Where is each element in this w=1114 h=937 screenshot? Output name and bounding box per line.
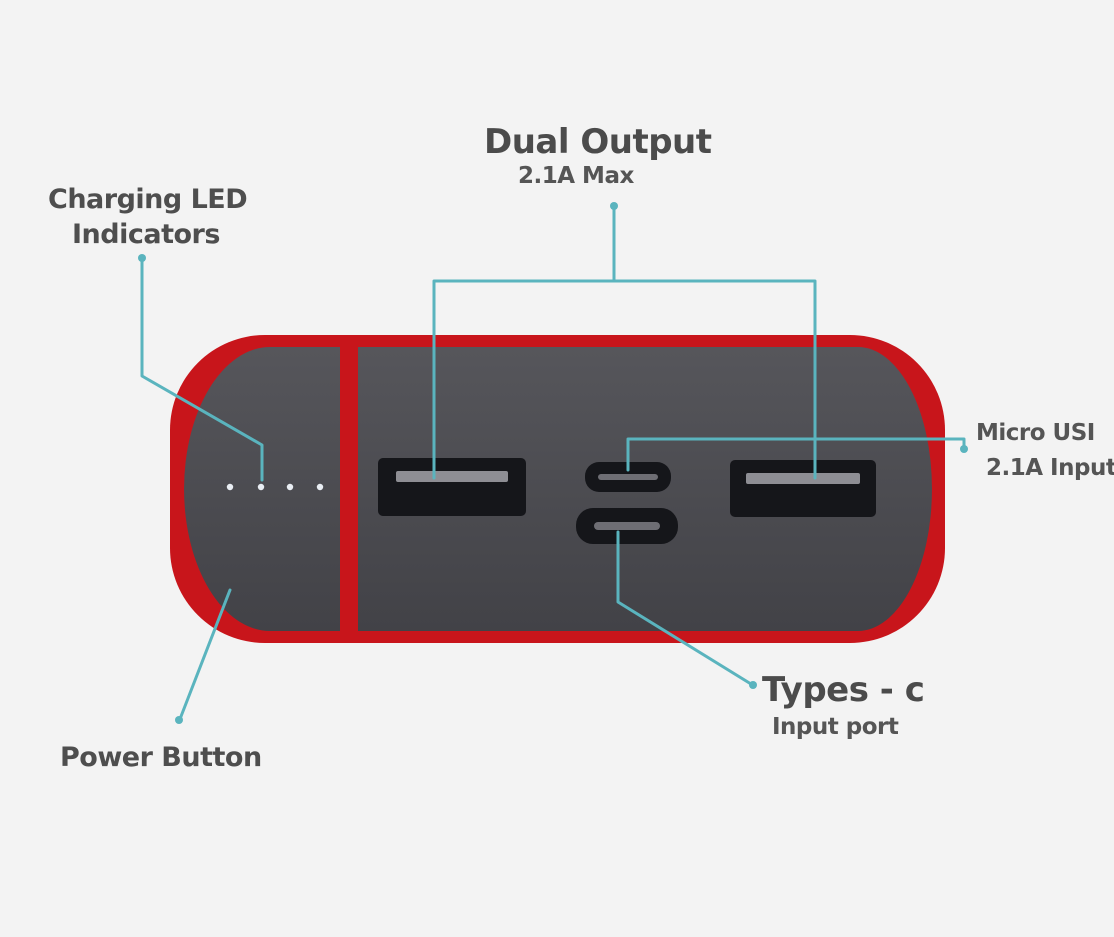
callout-power-button [178, 588, 232, 721]
label-type-c-sub: Input port [772, 714, 899, 740]
label-micro-usb-line2: 2.1A Input [986, 455, 1114, 481]
usb-a-port-right-icon [730, 460, 876, 517]
led-dot-icon [226, 483, 234, 491]
label-charging-led-line1: Charging LED [48, 184, 248, 215]
label-micro-usb-line1: Micro USI [976, 420, 1095, 446]
callout-dual-output [432, 204, 817, 480]
led-dot-icon [286, 483, 294, 491]
callout-endpoint-icon [138, 254, 146, 262]
label-charging-led-line2: Indicators [72, 219, 220, 250]
led-dot-icon [257, 483, 265, 491]
micro-usb-port-icon [585, 462, 671, 492]
led-dot-icon [316, 483, 324, 491]
callout-endpoint-icon [610, 202, 618, 210]
callout-micro-usb [626, 437, 966, 472]
label-power-button: Power Button [60, 742, 262, 773]
label-type-c-title: Types - c [762, 670, 925, 710]
led-indicators [226, 483, 324, 491]
usb-a-port-left-icon [378, 458, 526, 516]
callout-endpoint-icon [960, 445, 968, 453]
callout-endpoint-icon [175, 716, 183, 724]
callout-endpoint-icon [749, 681, 757, 689]
label-dual-output-sub: 2.1A Max [518, 163, 634, 189]
label-dual-output-title: Dual Output [484, 122, 712, 162]
callout-charging-led [140, 257, 264, 482]
callout-type-c [616, 530, 753, 686]
usb-c-port-icon [576, 508, 678, 544]
